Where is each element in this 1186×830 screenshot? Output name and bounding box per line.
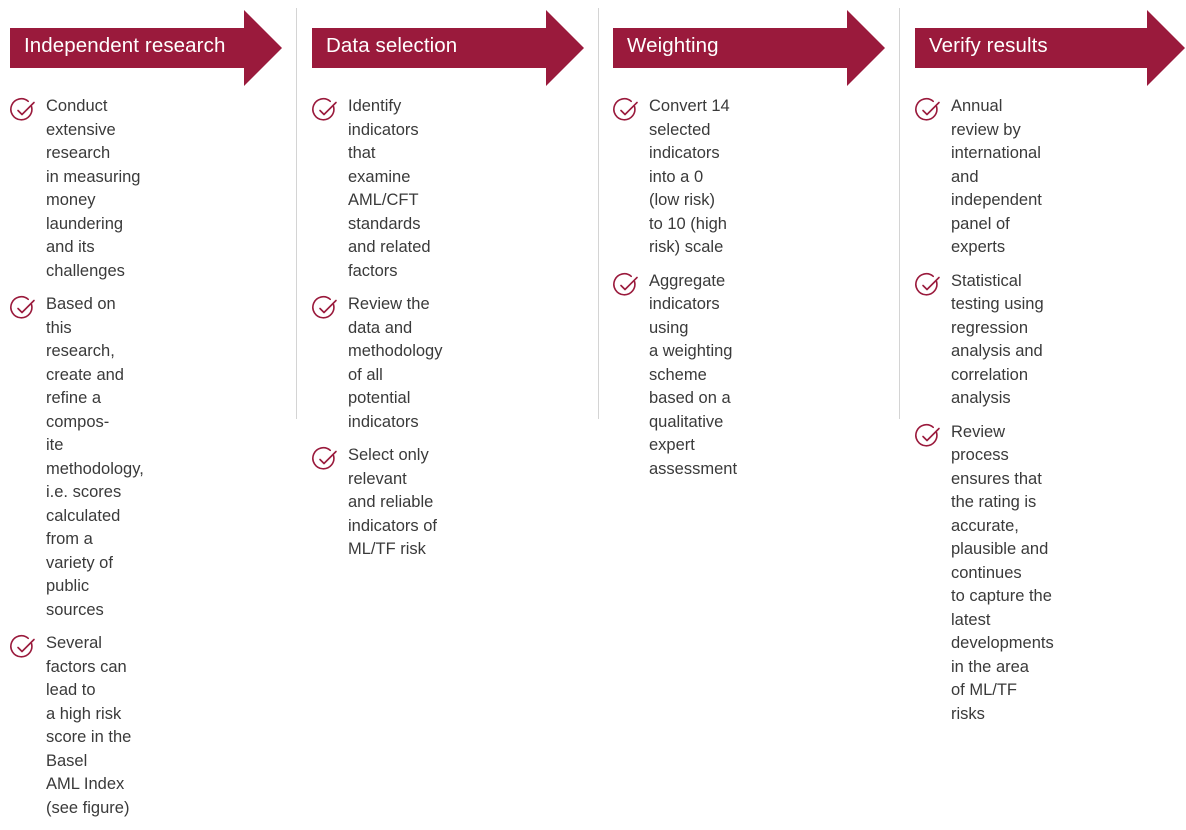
list-item: Aggregate indicators using a weighting s… (613, 270, 737, 482)
arrow-shape (312, 10, 584, 86)
list-item: Identify indicators that examine AML/CFT… (312, 95, 442, 283)
list-item-text: Identify indicators that examine AML/CFT… (348, 97, 431, 280)
column-divider (296, 8, 297, 419)
list-item-text: Annual review by international and indep… (951, 97, 1042, 256)
check-circle-icon (312, 97, 337, 121)
step-items: Convert 14 selected indicators into a 0 … (613, 95, 737, 491)
check-circle-icon (915, 423, 940, 447)
list-item-text: Convert 14 selected indicators into a 0 … (649, 97, 730, 256)
list-item-text: Several factors can lead to a high risk … (46, 634, 132, 817)
list-item: Annual review by international and indep… (915, 95, 1054, 260)
list-item: Based on this research, create and refin… (10, 293, 144, 622)
list-item-text: Select only relevant and reliable indica… (348, 446, 437, 558)
list-item: Select only relevant and reliable indica… (312, 444, 442, 562)
check-circle-icon (613, 97, 638, 121)
list-item: Statistical testing using regression ana… (915, 270, 1054, 411)
step-title: Verify results (929, 34, 1048, 57)
list-item: Conduct extensive research in measuring … (10, 95, 144, 283)
check-circle-icon (915, 272, 940, 296)
step-title: Weighting (627, 34, 719, 57)
list-item-text: Review process ensures that the rating i… (951, 422, 1054, 723)
step-items: Identify indicators that examine AML/CFT… (312, 95, 442, 572)
list-item-text: Based on this research, create and refin… (46, 295, 144, 619)
column-divider (598, 8, 599, 419)
arrow-shape (10, 10, 282, 86)
check-circle-icon (312, 446, 337, 470)
step-items: Annual review by international and indep… (915, 95, 1054, 736)
column-divider (899, 8, 900, 419)
list-item: Review the data and methodology of all p… (312, 293, 442, 434)
check-circle-icon (915, 97, 940, 121)
step-title: Independent research (24, 34, 226, 57)
arrow-shape (613, 10, 885, 86)
list-item: Convert 14 selected indicators into a 0 … (613, 95, 737, 260)
list-item-text: Aggregate indicators using a weighting s… (649, 271, 738, 478)
list-item: Several factors can lead to a high risk … (10, 632, 144, 820)
list-item-text: Statistical testing using regression ana… (951, 271, 1044, 408)
step-title: Data selection (326, 34, 458, 57)
list-item-text: Conduct extensive research in measuring … (46, 97, 141, 280)
arrow-shape (915, 10, 1185, 86)
check-circle-icon (10, 97, 35, 121)
check-circle-icon (10, 295, 35, 319)
check-circle-icon (312, 295, 337, 319)
list-item: Review process ensures that the rating i… (915, 421, 1054, 727)
check-circle-icon (613, 272, 638, 296)
list-item-text: Review the data and methodology of all p… (348, 295, 443, 431)
check-circle-icon (10, 634, 35, 658)
step-items: Conduct extensive research in measuring … (10, 95, 144, 830)
